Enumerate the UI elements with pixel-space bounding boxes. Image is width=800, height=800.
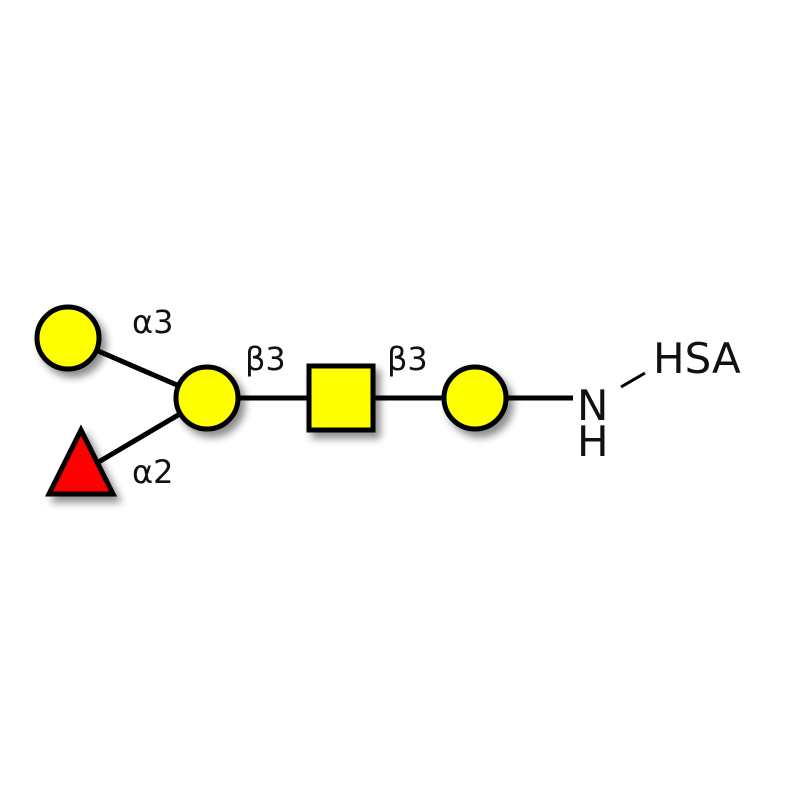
carrier-protein-label: HSA — [653, 334, 741, 383]
linkage-label-beta3-second: β3 — [387, 340, 428, 378]
hydrogen-label: H — [577, 417, 609, 466]
bond-n-hsa — [620, 371, 646, 389]
galactose-branch-circle — [173, 364, 241, 432]
galactose-reducing-circle — [441, 364, 509, 432]
glcnac-square — [306, 363, 376, 433]
galactose-terminal-circle — [34, 304, 102, 372]
nitrogen-label: N — [577, 381, 608, 430]
linkage-label-alpha2: α2 — [132, 453, 173, 491]
linkage-label-beta3-first: β3 — [245, 340, 286, 378]
linkage-label-alpha3: α3 — [132, 303, 173, 341]
fucose-triangle — [44, 424, 118, 497]
